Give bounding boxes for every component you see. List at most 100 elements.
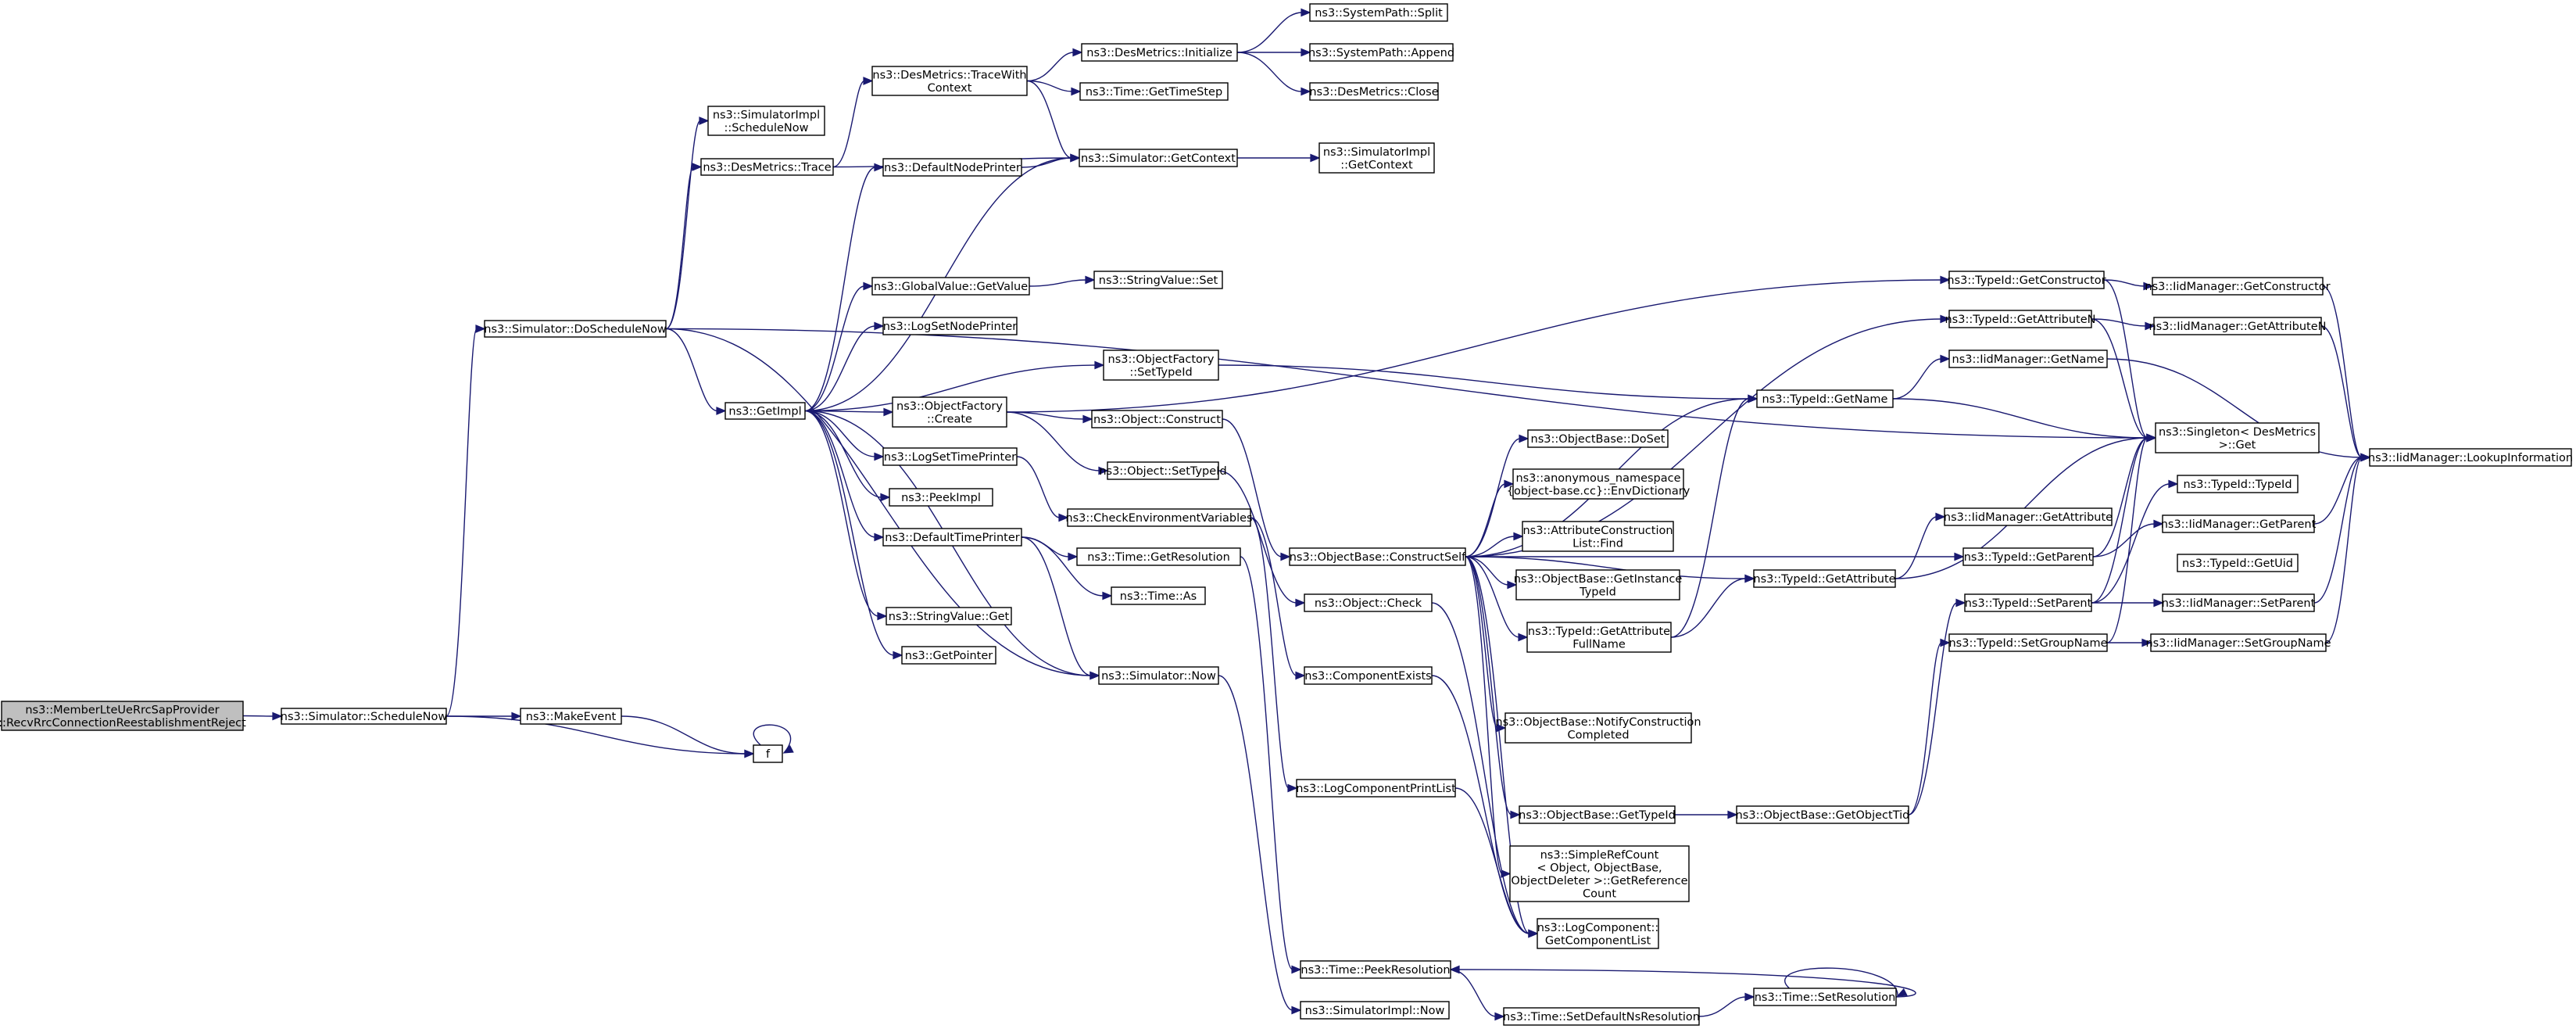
- call-edge: [1021, 153, 1081, 168]
- function-node-label: ns3::Object::SetTypeId: [1099, 465, 1226, 478]
- function-node[interactable]: ns3::anonymous_namespace{object-base.cc}…: [1507, 468, 1690, 500]
- function-node[interactable]: ns3::GetPointer: [901, 646, 996, 665]
- function-node[interactable]: ns3::IidManager::GetAttributeN: [2148, 317, 2327, 335]
- function-node[interactable]: ns3::DesMetrics::Trace: [700, 158, 834, 176]
- function-node[interactable]: ns3::TypeId::GetAttribute: [1753, 569, 1896, 588]
- function-node[interactable]: ns3::Simulator::GetContext: [1079, 149, 1238, 167]
- function-node[interactable]: ns3::TypeId::GetName: [1756, 389, 1894, 408]
- function-node[interactable]: ns3::ObjectBase::GetObjectTid: [1736, 805, 1910, 824]
- root-function-node[interactable]: ns3::MemberLteUeRrcSapProvider::RecvRrcC…: [0, 701, 246, 731]
- function-node[interactable]: ns3::IidManager::LookupInformation: [2368, 448, 2573, 467]
- function-node[interactable]: f: [753, 744, 783, 763]
- function-node[interactable]: ns3::TypeId::SetParent: [1964, 593, 2092, 612]
- function-node[interactable]: ns3::Time::GetResolution: [1076, 547, 1241, 566]
- function-node[interactable]: ns3::ObjectBase::GetTypeId: [1519, 805, 1676, 824]
- function-node[interactable]: ns3::ObjectBase::NotifyConstructionCompl…: [1495, 712, 1701, 744]
- call-edge-line: [2106, 437, 2148, 643]
- function-node[interactable]: ns3::Time::SetResolution: [1753, 988, 1897, 1006]
- function-node[interactable]: ns3::SimulatorImpl::ScheduleNow: [707, 106, 825, 136]
- function-node[interactable]: ns3::IidManager::SetParent: [2162, 593, 2316, 612]
- function-node[interactable]: ns3::StringValue::Set: [1093, 271, 1223, 289]
- function-node-box: [901, 646, 996, 665]
- arrow-head-icon: [511, 712, 522, 721]
- function-node-box: [1964, 593, 2092, 612]
- call-edge-line: [1218, 675, 1293, 1011]
- function-node[interactable]: ns3::ObjectFactory::Create: [892, 396, 1007, 428]
- function-node[interactable]: ns3::ObjectBase::ConstructSelf: [1289, 547, 1466, 566]
- function-node[interactable]: ns3::SystemPath::Append: [1308, 43, 1454, 62]
- function-node[interactable]: ns3::DefaultTimePrinter: [882, 528, 1022, 547]
- function-node[interactable]: ns3::Object::Check: [1304, 593, 1433, 612]
- call-edge-line: [2322, 285, 2363, 458]
- function-node[interactable]: ns3::GetImpl: [724, 402, 806, 420]
- function-node[interactable]: ns3::LogSetNodePrinter: [882, 317, 1018, 335]
- call-edge-line: [1222, 418, 1283, 557]
- function-node-box: [1304, 593, 1433, 612]
- function-node[interactable]: ns3::TypeId::GetConstructor: [1947, 271, 2106, 289]
- function-node[interactable]: ns3::Object::Construct: [1091, 410, 1223, 428]
- function-node[interactable]: ns3::Simulator::DoScheduleNow: [484, 320, 667, 338]
- function-node[interactable]: ns3::ObjectBase::DoSet: [1527, 429, 1669, 448]
- function-node[interactable]: ns3::PeekImpl: [889, 488, 993, 507]
- function-node[interactable]: ns3::SimulatorImpl::Now: [1300, 1001, 1450, 1020]
- function-node[interactable]: ns3::StringValue::Get: [886, 607, 1012, 626]
- function-node-box: [1091, 410, 1223, 428]
- function-node[interactable]: ns3::SimulatorImpl::GetContext: [1318, 142, 1435, 174]
- arrow-head-icon: [2141, 638, 2152, 647]
- function-node-label: ns3::ObjectBase::GetInstance: [1514, 573, 1683, 586]
- function-node[interactable]: ns3::LogComponent::GetComponentList: [1537, 918, 1659, 949]
- arrow-head-icon: [1940, 275, 1951, 285]
- arrow-head-icon: [893, 651, 903, 660]
- function-node[interactable]: ns3::Time::GetTimeStep: [1079, 82, 1229, 101]
- function-node[interactable]: ns3::ObjectFactory::SetTypeId: [1103, 350, 1219, 381]
- function-node[interactable]: ns3::Simulator::ScheduleNow: [281, 708, 448, 725]
- function-node[interactable]: ns3::Singleton< DesMetrics>::Get: [2155, 422, 2320, 453]
- function-node-label: ns3::Object::Construct: [1093, 414, 1221, 426]
- function-node-label: ns3::ObjectFactory: [1108, 353, 1215, 366]
- function-node[interactable]: ns3::TypeId::TypeId: [2177, 475, 2299, 493]
- function-node[interactable]: ns3::TypeId::SetGroupName: [1948, 633, 2108, 652]
- function-node-box: [484, 320, 667, 338]
- function-node[interactable]: ns3::TypeId::GetAttributeN: [1945, 310, 2096, 328]
- call-edge-line: [1250, 517, 1290, 789]
- function-node-label: Count: [1583, 887, 1616, 900]
- function-node-label: ns3::TypeId::SetParent: [1965, 597, 2092, 610]
- call-edge: [1236, 52, 1311, 96]
- function-node[interactable]: ns3::IidManager::SetGroupName: [2145, 633, 2331, 652]
- function-node[interactable]: ns3::IidManager::GetName: [1948, 350, 2108, 368]
- function-node[interactable]: ns3::Time::SetDefaultNsResolution: [1503, 1007, 1700, 1026]
- call-edge: [1237, 48, 1311, 57]
- function-node[interactable]: ns3::LogComponentPrintList: [1296, 779, 1456, 798]
- function-node[interactable]: ns3::Object::SetTypeId: [1099, 461, 1227, 480]
- function-node[interactable]: ns3::ComponentExists: [1304, 666, 1433, 685]
- call-edge: [1026, 80, 1082, 96]
- function-node[interactable]: ns3::Time::PeekResolution: [1300, 960, 1451, 979]
- call-edge: [445, 324, 486, 717]
- function-node[interactable]: ns3::DefaultNodePrinter: [882, 158, 1022, 177]
- function-node[interactable]: ns3::LogSetTimePrinter: [882, 447, 1018, 466]
- call-edge-line: [804, 167, 876, 412]
- call-edge: [1240, 556, 1302, 974]
- call-edge: [665, 328, 1100, 680]
- function-node[interactable]: ns3::IidManager::GetParent: [2161, 514, 2317, 533]
- call-edge: [1465, 479, 1515, 557]
- function-node[interactable]: ns3::Time::As: [1111, 586, 1206, 605]
- function-node[interactable]: ns3::Simulator::Now: [1098, 666, 1219, 685]
- function-node[interactable]: ns3::DesMetrics::Initialize: [1081, 43, 1238, 62]
- call-graph-nodes: ns3::MemberLteUeRrcSapProvider::RecvRrcC…: [0, 3, 2573, 1026]
- function-node[interactable]: ns3::MakeEvent: [520, 708, 622, 725]
- function-node[interactable]: ns3::SimpleRefCount< Object, ObjectBase,…: [1509, 845, 1690, 902]
- function-node[interactable]: ns3::GlobalValue::GetValue: [871, 277, 1030, 296]
- function-node[interactable]: ns3::IidManager::GetConstructor: [2145, 277, 2331, 296]
- function-node-label: ns3::TypeId::GetConstructor: [1947, 274, 2106, 287]
- function-node[interactable]: ns3::SystemPath::Split: [1309, 3, 1448, 22]
- function-node[interactable]: ns3::IidManager::GetAttribute: [1944, 507, 2113, 526]
- function-node[interactable]: ns3::DesMetrics::Close: [1309, 82, 1439, 101]
- function-node[interactable]: ns3::TypeId::GetParent: [1962, 547, 2094, 566]
- function-node[interactable]: ns3::TypeId::GetUid: [2177, 554, 2299, 572]
- function-node[interactable]: ns3::CheckEnvironmentVariables: [1065, 508, 1253, 527]
